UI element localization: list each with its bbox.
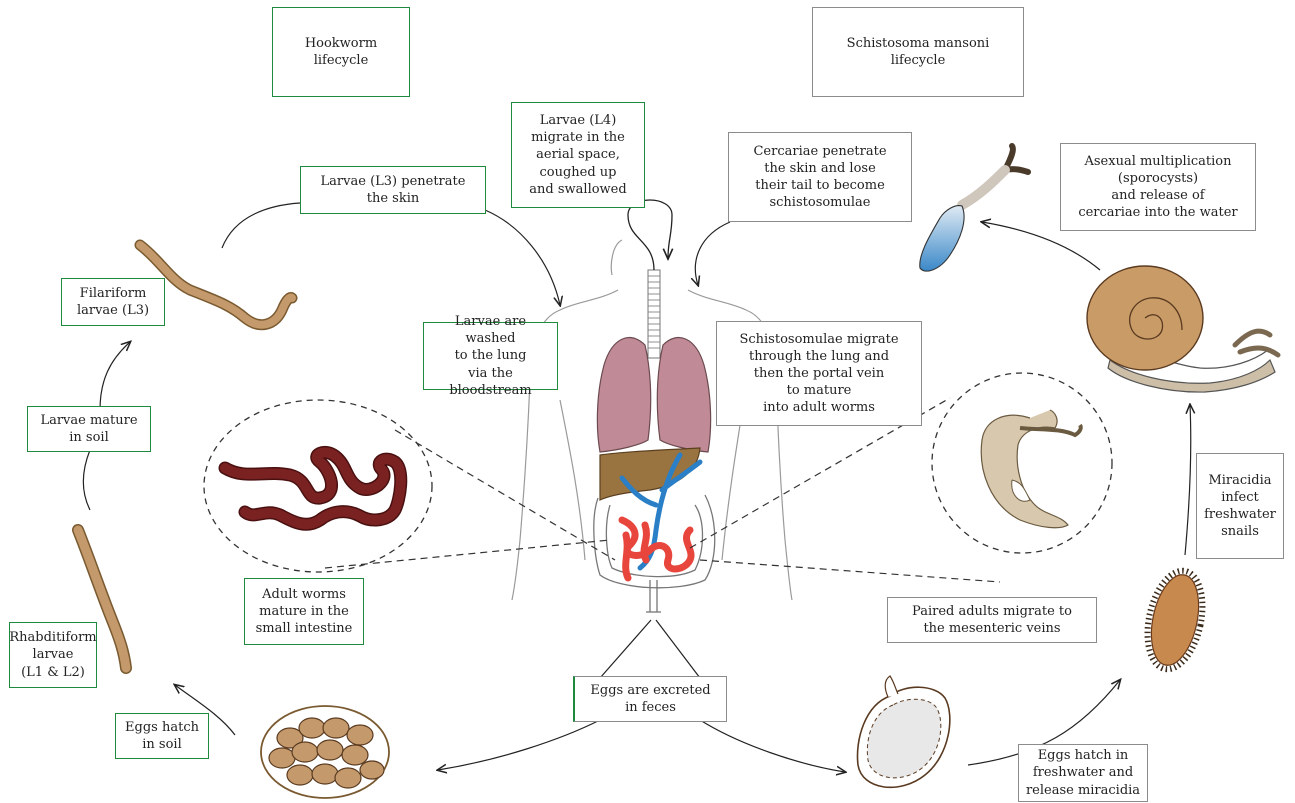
arrow-filariform-to-l3 <box>100 342 130 410</box>
rhabditiform-box: Rhabditiform larvae (L1 & L2) <box>9 622 97 688</box>
eggs-hatch-water-box: Eggs hatch in freshwater and release mir… <box>1018 744 1148 802</box>
eggs-hatch-soil-box: Eggs hatch in soil <box>115 713 209 759</box>
schistosomulae-migrate-box: Schistosomulae migrate through the lung … <box>716 321 922 426</box>
asexual-box: Asexual multiplication (sporocysts) and … <box>1060 143 1256 231</box>
large-intestine <box>594 495 715 612</box>
arrow-l3-to-lung <box>485 210 560 305</box>
mature-soil-box: Larvae mature in soil <box>27 406 151 452</box>
hookworm-zoom-lines <box>325 430 615 568</box>
washed-lung-box: Larvae are washed to the lung via the bl… <box>423 322 558 390</box>
arrow-miracidium-to-snail <box>1185 405 1191 555</box>
schisto-title: Schistosoma mansoni lifecycle <box>812 7 1024 97</box>
trachea <box>648 270 660 358</box>
arrow-cercaria-to-lung <box>695 222 730 285</box>
arrow-excreted-to-schisto-egg <box>700 720 845 772</box>
paired-adults-box: Paired adults migrate to the mesenteric … <box>887 597 1097 643</box>
hookworm-eggs <box>261 706 389 798</box>
l4-loop-arrow <box>628 200 672 270</box>
l4-migrate-box: Larvae (L4) migrate in the aerial space,… <box>511 102 645 208</box>
arrow-to-l3-box <box>222 203 300 248</box>
miracidium <box>1139 566 1211 675</box>
hookworm-title: Hookworm lifecycle <box>272 7 410 97</box>
l3-penetrate-box: Larvae (L3) penetrate the skin <box>300 166 486 214</box>
cercariae-penetrate-box: Cercariae penetrate the skin and lose th… <box>728 132 912 222</box>
snail <box>1087 266 1278 392</box>
filariform-box: Filariform larvae (L3) <box>61 278 165 326</box>
paired-adult-schistosomes <box>981 410 1081 528</box>
adult-worms-box: Adult worms mature in the small intestin… <box>244 578 364 645</box>
schisto-egg <box>857 676 949 787</box>
arrow-body-to-excreted-right <box>656 620 700 678</box>
eggs-excreted-box: Eggs are excreted in feces <box>573 676 727 722</box>
schisto-magnify-circle <box>932 373 1112 553</box>
cercaria <box>920 146 1028 271</box>
arrow-rhabd-to-mature <box>83 450 90 510</box>
arrow-body-to-excreted-left <box>600 620 651 678</box>
arrow-excreted-to-hookworm-eggs <box>438 720 600 770</box>
miracidia-infect-box: Miracidia infect freshwater snails <box>1196 453 1284 559</box>
